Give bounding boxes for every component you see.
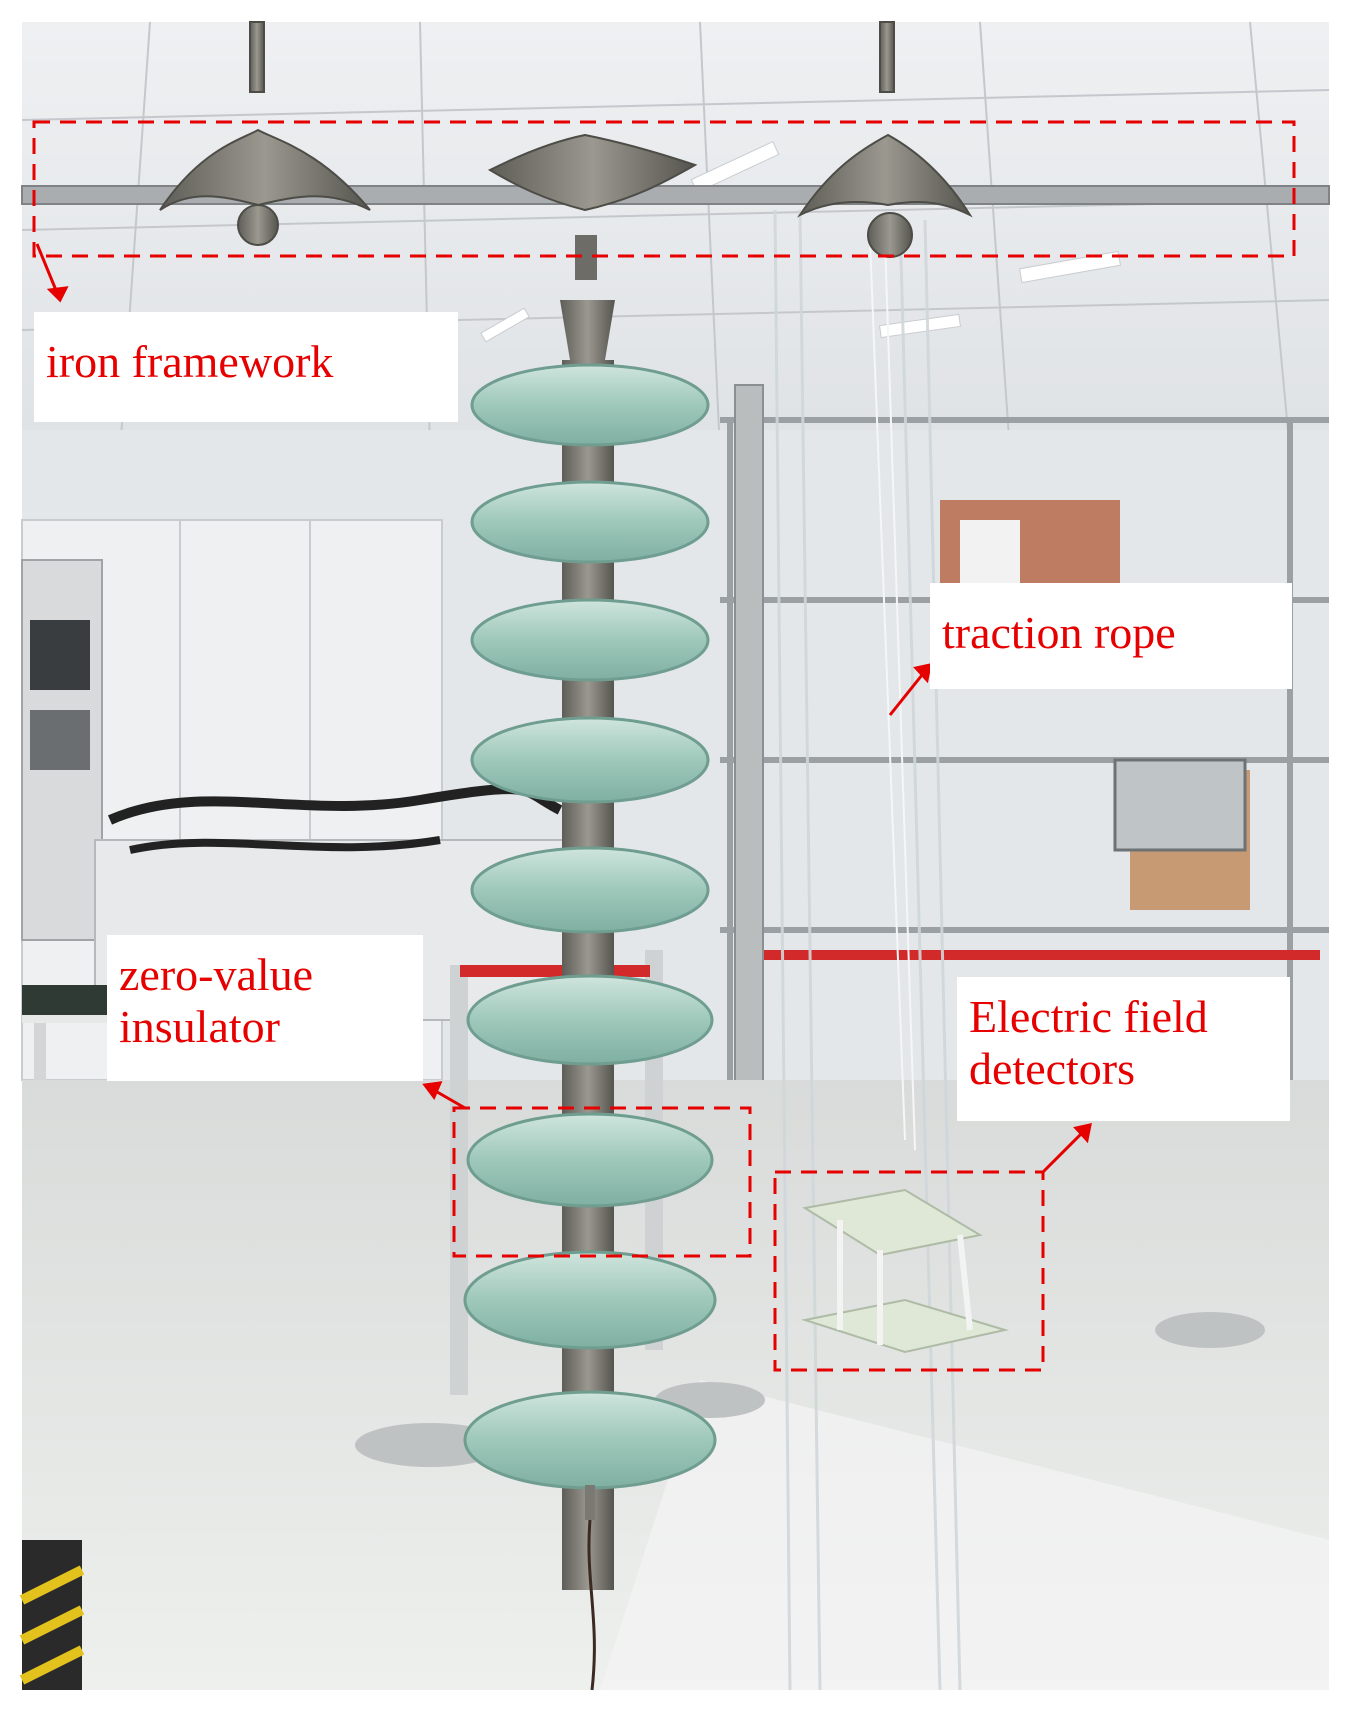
- insulator-string: [463, 300, 717, 1691]
- label-zero-value-line2: insulator: [119, 1001, 280, 1052]
- annotation-arrows: [35, 243, 1092, 1174]
- electric-field-detector: [801, 1188, 1009, 1354]
- label-iron-framework-text: iron framework: [46, 336, 334, 387]
- insulator-discs: [463, 363, 717, 1490]
- acrylic-posts: [773, 209, 962, 1691]
- iron-clamps: [159, 21, 973, 258]
- annotation-boxes: [32, 120, 1296, 1372]
- electric-field-detector-box: [773, 1170, 1045, 1372]
- label-traction-rope-text: traction rope: [942, 607, 1176, 658]
- iron-framework-box: [32, 120, 1296, 258]
- traction-rope: [869, 239, 916, 1151]
- zero-value-insulator-box: [452, 1106, 752, 1258]
- label-zero-value-insulator: zero-value insulator: [107, 935, 423, 1081]
- label-traction-rope: traction rope: [930, 583, 1292, 689]
- label-electric-line1: Electric field: [969, 991, 1208, 1042]
- hazard-stripes: [19, 1565, 85, 1685]
- ceiling-lights: [480, 140, 1122, 343]
- label-electric-line2: detectors: [969, 1043, 1136, 1094]
- label-electric-field-detectors: Electric field detectors: [957, 977, 1290, 1121]
- label-zero-value-line1: zero-value: [119, 949, 314, 1000]
- ceiling-grid: [21, 21, 1330, 453]
- label-iron-framework: iron framework: [34, 312, 458, 422]
